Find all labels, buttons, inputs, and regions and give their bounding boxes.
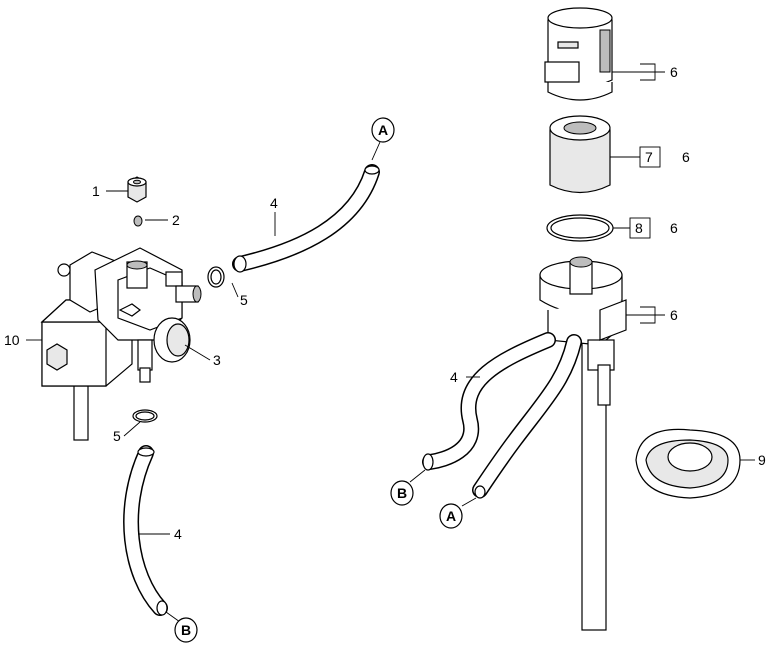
valve-body <box>57 247 202 383</box>
svg-text:B: B <box>181 622 191 638</box>
callout-6-cup: 6 <box>670 64 678 80</box>
connector-b-bottom: B <box>174 617 198 643</box>
callout-5-lower: 5 <box>113 428 121 444</box>
part-10-solenoid <box>40 299 134 441</box>
connector-a-top: A <box>371 117 395 143</box>
svg-text:A: A <box>446 508 456 524</box>
connector-a-bottom: A <box>439 503 463 529</box>
callout-10: 10 <box>4 332 20 348</box>
callout-6-element: 6 <box>682 149 690 165</box>
part-6-filter-head <box>539 256 627 631</box>
part-4-hose-right-b <box>422 332 556 471</box>
callout-8: 8 <box>635 220 643 236</box>
callout-6-ring: 6 <box>670 220 678 236</box>
callout-4-upper: 4 <box>270 195 278 211</box>
part-4-hose-lower <box>123 445 168 616</box>
callout-4-right: 4 <box>450 369 458 385</box>
part-6-filter-cup <box>544 7 613 101</box>
svg-text:A: A <box>378 122 388 138</box>
leader-lines <box>26 63 755 623</box>
part-8-o-ring <box>546 214 614 242</box>
callout-2: 2 <box>172 212 180 228</box>
part-4-hose-right-a <box>472 334 582 499</box>
callout-3: 3 <box>213 352 221 368</box>
part-9-grommet <box>635 428 741 499</box>
callout-4-lower: 4 <box>174 526 182 542</box>
part-2-fitting <box>133 215 143 227</box>
part-5-clamp-lower <box>132 409 158 423</box>
box-8 <box>629 217 651 239</box>
callout-6-head: 6 <box>670 307 678 323</box>
part-7-filter-element <box>549 115 611 194</box>
callout-1: 1 <box>92 183 100 199</box>
callout-5-upper: 5 <box>240 292 248 308</box>
callout-9: 9 <box>758 452 766 468</box>
part-4-hose-upper <box>232 164 380 273</box>
svg-text:B: B <box>397 485 407 501</box>
box-7 <box>639 146 661 168</box>
part-5-clamp-upper <box>207 266 225 288</box>
part-1-hex-nut <box>127 176 147 203</box>
connector-b-left: B <box>390 480 414 506</box>
callout-7: 7 <box>645 149 653 165</box>
